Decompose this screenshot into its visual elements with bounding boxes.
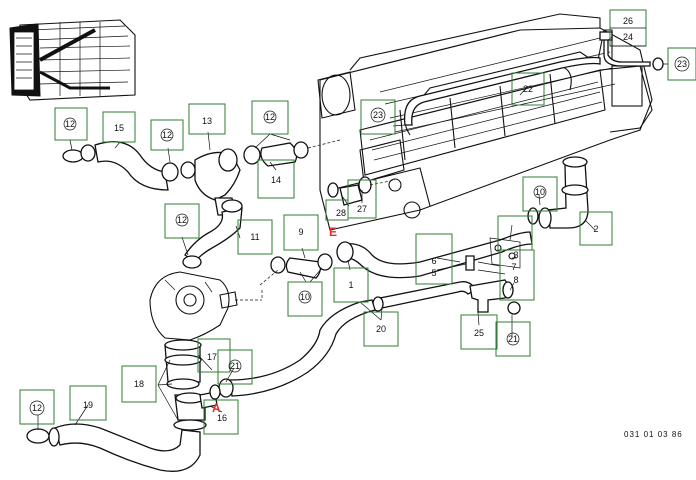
- water-pump-housing: [149, 271, 238, 341]
- callout-5-label: 5: [431, 268, 436, 278]
- callout-17: 17: [197, 338, 231, 373]
- callout-19-label: 19: [83, 400, 93, 410]
- callout-26-24: 26 24: [609, 9, 647, 47]
- callout-13: 13: [188, 103, 226, 135]
- callout-21-a: 21: [495, 321, 531, 357]
- callout-17-label: 17: [207, 352, 217, 362]
- callout-1: 1: [333, 267, 369, 303]
- marker-a: A: [212, 401, 221, 415]
- callout-8-label: 8: [513, 275, 518, 285]
- callout-10-a: 10: [287, 281, 323, 317]
- pipe-20: [372, 281, 477, 312]
- callout-6-label: 6: [431, 256, 436, 266]
- callout-24-label: 24: [623, 32, 633, 42]
- callout-23-b: 23: [667, 47, 696, 81]
- pipe-25: [469, 279, 521, 315]
- callout-12-e-label: 12: [32, 403, 42, 413]
- callout-27: 27: [347, 179, 377, 219]
- callout-9: 9: [283, 214, 319, 251]
- pipe-22: [403, 56, 601, 126]
- callout-12-d-label: 12: [177, 215, 187, 225]
- callout-12-c-label: 12: [265, 112, 275, 122]
- vent-pipe-24: [599, 31, 664, 71]
- callout-10-a-label: 10: [300, 292, 310, 302]
- callout-2: 2: [579, 211, 613, 246]
- callout-13-label: 13: [202, 116, 212, 126]
- callout-10-b: 10: [522, 176, 558, 212]
- callout-25-label: 25: [474, 328, 484, 338]
- hose-14: [243, 141, 309, 167]
- callout-16-label: 16: [217, 413, 227, 423]
- callout-16: 16: [203, 399, 239, 435]
- callout-12-d: 12: [164, 203, 200, 239]
- pump-outlet-17-18: [164, 339, 218, 431]
- callout-26-label: 26: [623, 16, 633, 26]
- callout-12-e: 12: [19, 389, 55, 425]
- callout-15: 15: [102, 111, 136, 143]
- hose-19: [26, 423, 201, 472]
- callout-22-label: 22: [523, 84, 533, 94]
- callout-2-label: 2: [593, 224, 598, 234]
- engine-thumbnail: [9, 19, 136, 101]
- connector-28-27: [327, 176, 396, 206]
- callout-18-label: 18: [134, 379, 144, 389]
- callout-10-b-label: 10: [535, 187, 545, 197]
- engine-block: [317, 13, 653, 231]
- callout-9-label: 9: [298, 227, 303, 237]
- callout-12-a-label: 12: [65, 119, 75, 129]
- callout-3-label: 3: [513, 250, 518, 260]
- callout-14: 14: [257, 159, 295, 199]
- hose-15: [62, 141, 179, 191]
- callout-7-8: 7 8: [499, 249, 535, 301]
- callout-19: 19: [69, 385, 107, 421]
- callout-21-b: 21: [217, 349, 253, 385]
- callout-22: 22: [511, 72, 545, 106]
- callout-21-a-label: 21: [508, 334, 518, 344]
- callout-21-b-label: 21: [230, 361, 240, 371]
- callout-18: 18: [121, 365, 157, 403]
- callout-23-a-label: 23: [373, 110, 383, 120]
- callout-28-label: 28: [336, 208, 346, 218]
- thermostat-housing-13: [180, 148, 241, 216]
- callout-7-label: 7: [511, 262, 516, 272]
- callout-6-5: 6 5: [415, 233, 453, 285]
- callout-1-label: 1: [348, 280, 353, 290]
- callout-12-a: 12: [54, 107, 88, 141]
- callout-11: 11: [237, 219, 273, 255]
- callout-12-b-label: 12: [162, 130, 172, 140]
- drawing-reference-code: 031 01 03 86: [624, 430, 683, 439]
- callout-23-a: 23: [360, 99, 396, 135]
- marker-e: E: [329, 225, 337, 239]
- hose-2: [527, 156, 589, 229]
- callout-20: 20: [363, 311, 399, 347]
- callout-15-label: 15: [114, 123, 124, 133]
- callout-23-b-label: 23: [677, 59, 687, 69]
- hose-1: [270, 231, 533, 279]
- callout-12-b: 12: [150, 119, 184, 151]
- callout-11-label: 11: [250, 232, 259, 242]
- callout-27-label: 27: [357, 204, 367, 214]
- callout-25: 25: [460, 314, 498, 350]
- hose-11: [182, 199, 243, 269]
- callout-20-label: 20: [376, 324, 386, 334]
- callout-12-c: 12: [251, 100, 289, 135]
- callout-14-label: 14: [271, 175, 281, 185]
- long-return-hose: [209, 299, 376, 400]
